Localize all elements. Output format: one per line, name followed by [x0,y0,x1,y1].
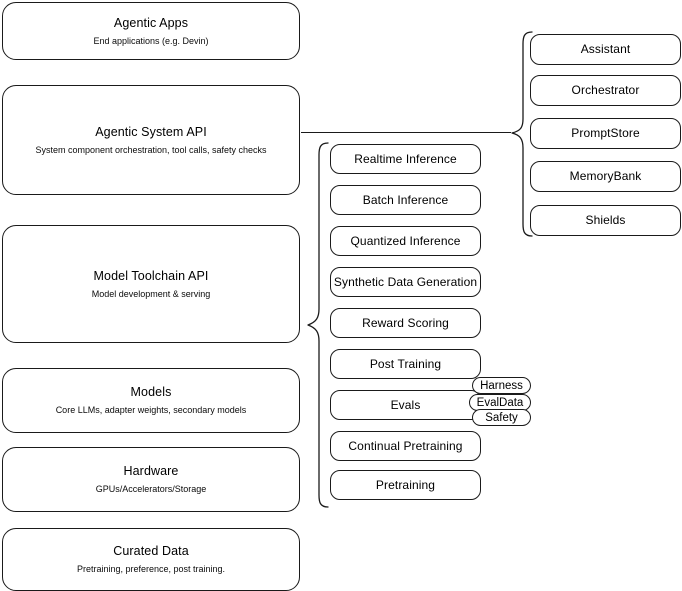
layer-title: Curated Data [113,544,189,558]
component-batch-inference[interactable]: Batch Inference [330,185,481,215]
brace-agentic-system [511,31,533,237]
component-label: Orchestrator [571,83,640,97]
component-label: Synthetic Data Generation [333,274,478,289]
component-reward-scoring[interactable]: Reward Scoring [330,308,481,338]
component-orchestrator[interactable]: Orchestrator [530,75,681,106]
component-label: Evals [390,397,421,412]
component-synthetic-data-generation[interactable]: Synthetic Data Generation [330,267,481,297]
layer-subtitle: Pretraining, preference, post training. [76,564,226,574]
component-assistant[interactable]: Assistant [530,34,681,65]
layer-curated-data[interactable]: Curated Data Pretraining, preference, po… [2,528,300,591]
component-label: Pretraining [375,477,436,492]
component-shields[interactable]: Shields [530,205,681,236]
badge-safety[interactable]: Safety [472,409,531,426]
component-label: Quantized Inference [350,233,461,248]
layer-hardware[interactable]: Hardware GPUs/Accelerators/Storage [2,447,300,512]
component-memorybank[interactable]: MemoryBank [530,161,681,192]
layer-model-toolchain-api[interactable]: Model Toolchain API Model development & … [2,225,300,343]
component-label: Continual Pretraining [348,438,463,453]
brace-model-toolchain [307,142,329,508]
layer-title: Model Toolchain API [93,268,209,283]
layer-subtitle: GPUs/Accelerators/Storage [95,484,207,494]
layer-subtitle: End applications (e.g. Devin) [93,35,209,46]
layer-title: Agentic System API [95,124,207,139]
layer-models[interactable]: Models Core LLMs, adapter weights, secon… [2,368,300,433]
layer-title: Hardware [123,464,179,478]
component-label: PromptStore [571,126,640,140]
component-label: Batch Inference [362,192,449,207]
component-label: Assistant [580,42,631,56]
layer-subtitle: Model development & serving [91,288,211,299]
layer-subtitle: System component orchestration, tool cal… [35,144,267,155]
component-label: Shields [585,213,626,227]
component-label: Realtime Inference [354,151,457,166]
layer-subtitle: Core LLMs, adapter weights, secondary mo… [55,405,247,415]
layer-title: Models [130,385,172,399]
component-label: Post Training [369,356,442,371]
connector-system-api-to-components [301,132,511,134]
component-label: MemoryBank [569,169,642,183]
badge-label: EvalData [476,396,524,409]
component-continual-pretraining[interactable]: Continual Pretraining [330,431,481,461]
component-label: Reward Scoring [362,315,449,330]
layer-title: Agentic Apps [113,15,189,30]
component-promptstore[interactable]: PromptStore [530,118,681,149]
layer-agentic-system-api[interactable]: Agentic System API System component orch… [2,85,300,195]
layer-agentic-apps[interactable]: Agentic Apps End applications (e.g. Devi… [2,2,300,60]
badge-label: Safety [485,411,518,424]
component-pretraining[interactable]: Pretraining [330,470,481,500]
component-quantized-inference[interactable]: Quantized Inference [330,226,481,256]
component-post-training[interactable]: Post Training [330,349,481,379]
badge-label: Harness [480,379,523,392]
badge-harness[interactable]: Harness [472,377,531,394]
component-evals[interactable]: Evals [330,390,481,420]
component-realtime-inference[interactable]: Realtime Inference [330,144,481,174]
